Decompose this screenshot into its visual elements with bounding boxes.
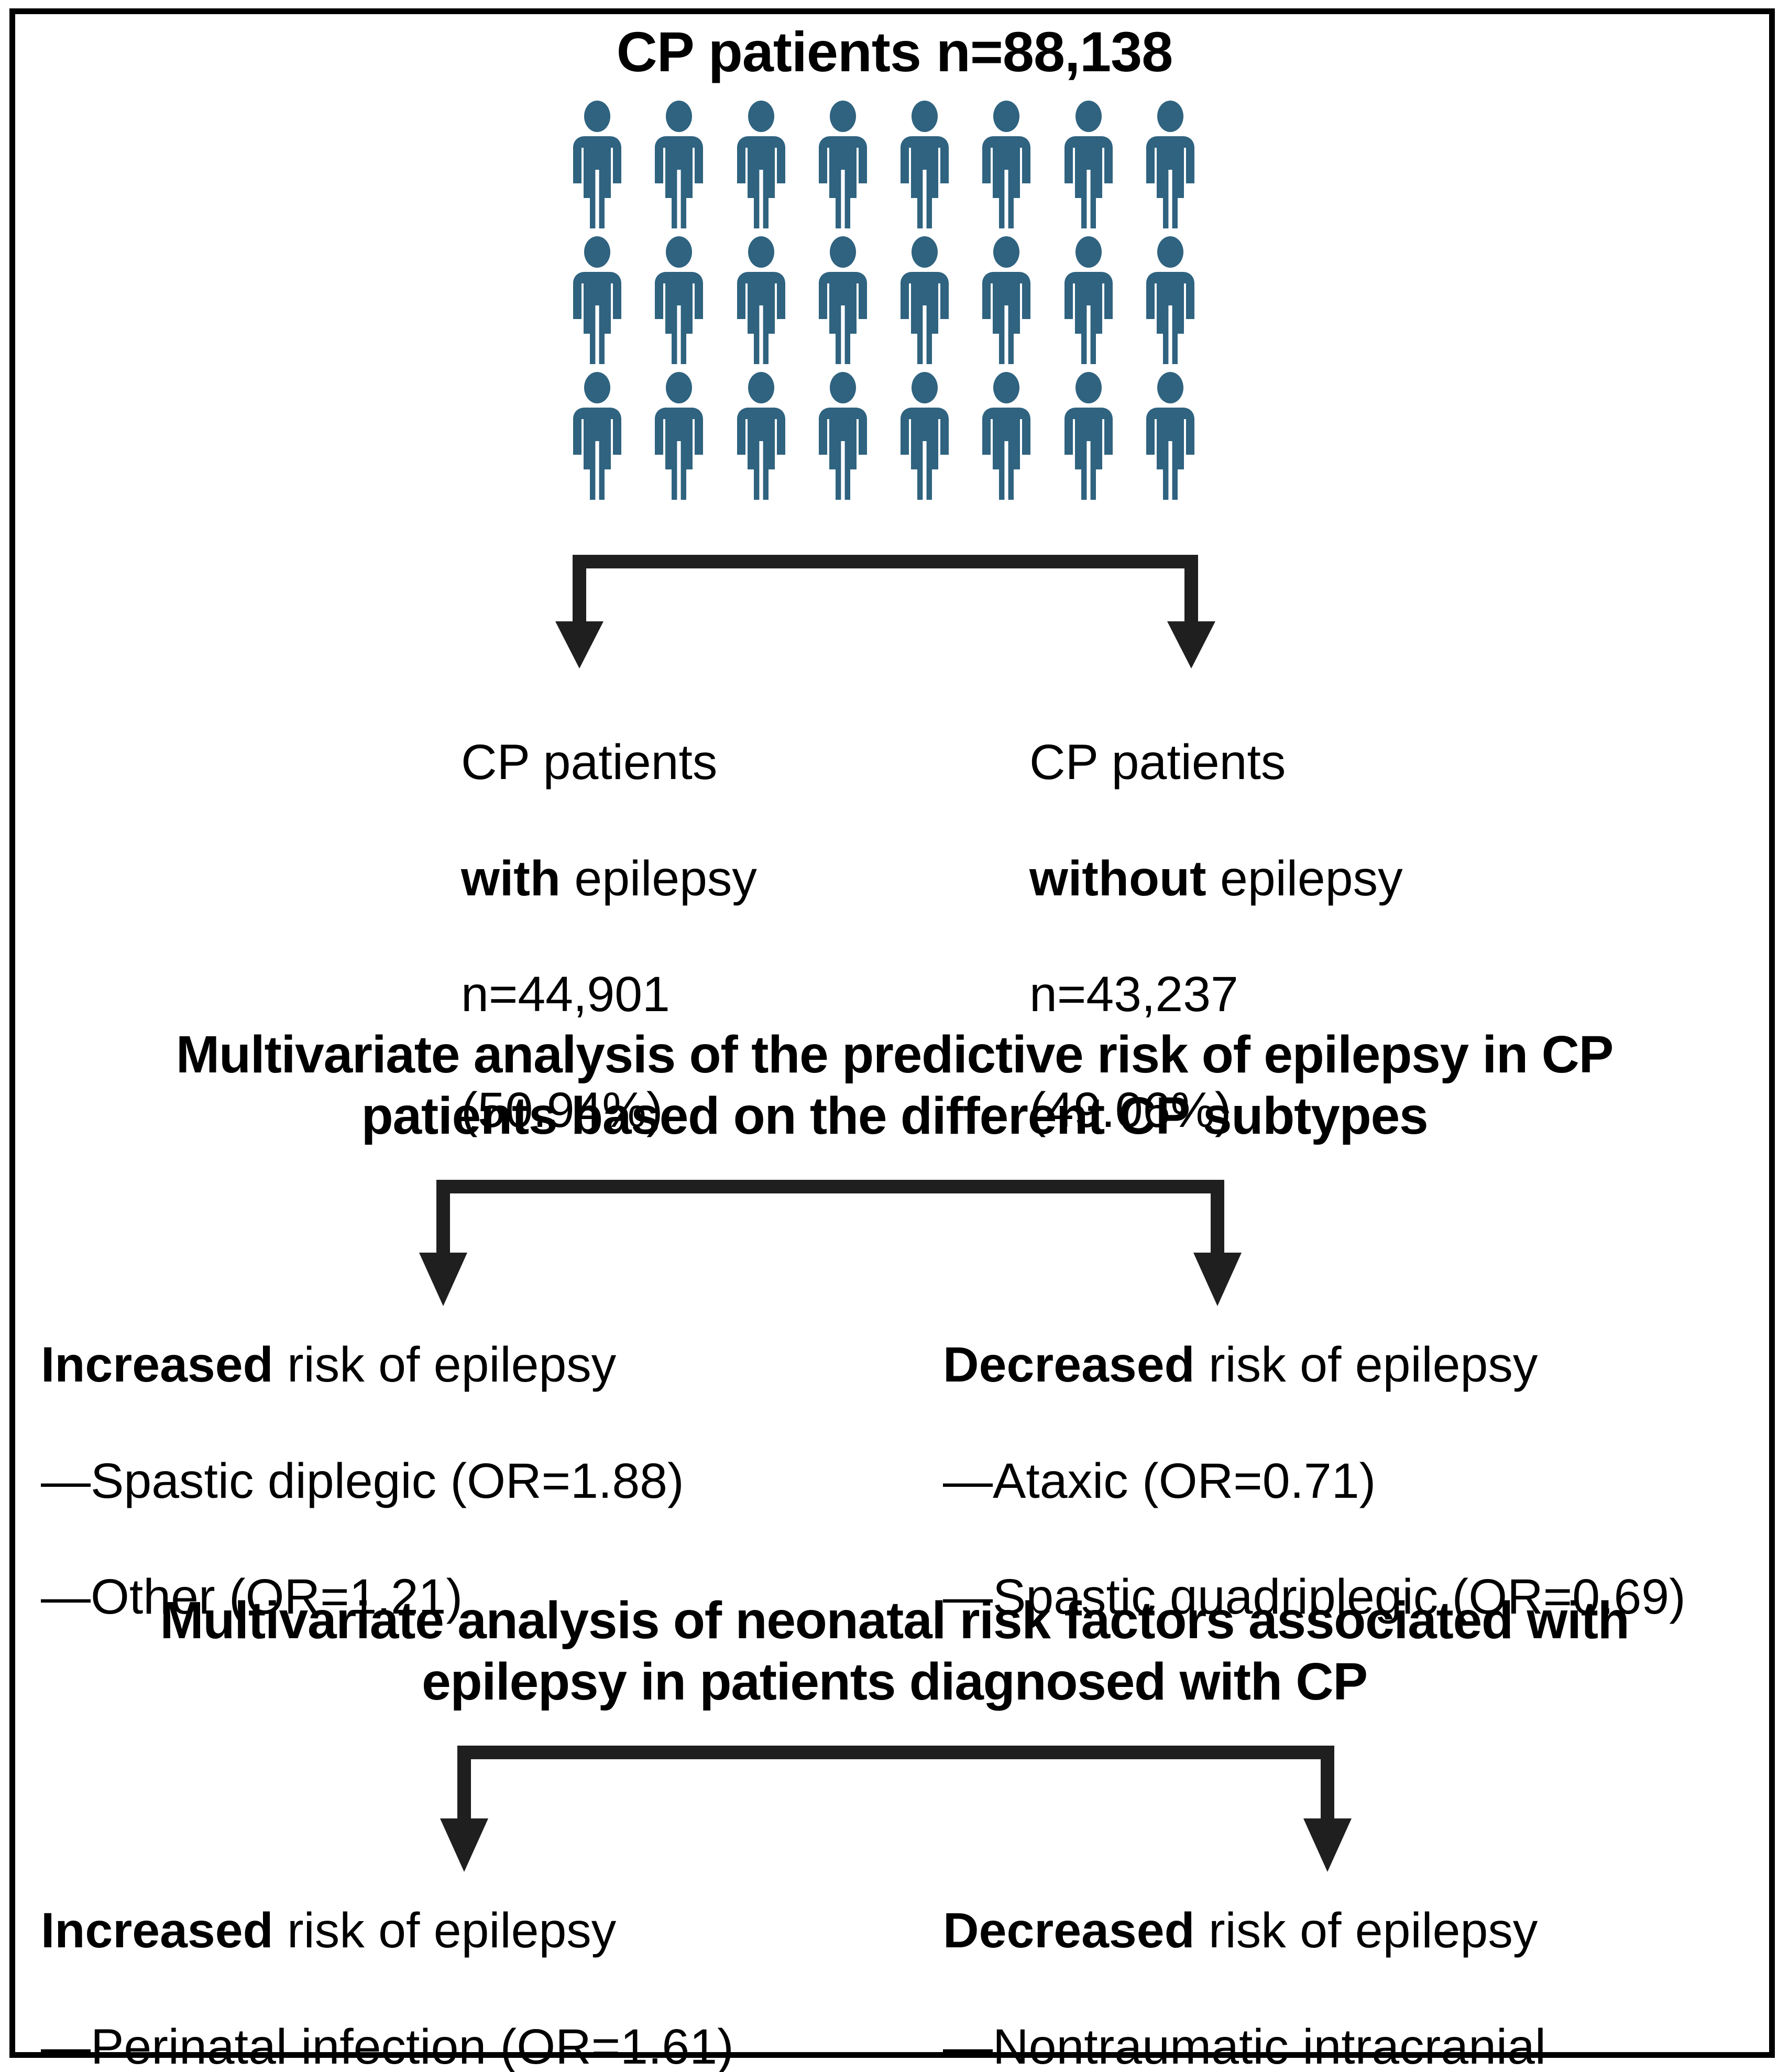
section1-right-heading: Decreased risk of epilepsy (943, 1336, 1760, 1394)
cohort-right-block: CP patients without epilepsy n=43,237 (4… (1029, 676, 1658, 1198)
section1-left-heading-bold: Increased (41, 1337, 273, 1393)
section1-left-column: Increased risk of epilepsy —Spastic dipl… (41, 1278, 853, 1684)
section2-right-heading-bold: Decreased (943, 1903, 1195, 1959)
person-icon (982, 236, 1031, 364)
pictogram-row (567, 372, 1201, 502)
section2-left-item-0: —Perinatal infection (OR=1.61) (41, 2019, 734, 2072)
page-title: CP patients n=88,138 (616, 20, 1173, 83)
section1-left-heading-rest: risk of epilepsy (273, 1337, 617, 1393)
section2-heading-line2: epilepsy in patients diagnosed with CP (422, 1652, 1368, 1711)
section1-right-heading-rest: risk of epilepsy (1194, 1337, 1538, 1393)
section1-heading: Multivariate analysis of the predictive … (79, 1024, 1710, 1147)
section1-left-item-0: —Spastic diplegic (OR=1.88) (41, 1453, 684, 1509)
cohort-left-pct: (50.94%) (461, 1082, 663, 1138)
person-icon (737, 101, 785, 228)
section2-heading: Multivariate analysis of neonatal risk f… (79, 1590, 1710, 1713)
person-icon (982, 101, 1031, 228)
section2-left-heading: Increased risk of epilepsy (41, 1902, 853, 1960)
cohort-left-bold: with (461, 850, 561, 906)
cohort-left-rest: epilepsy (560, 850, 757, 906)
person-icon (1146, 236, 1194, 364)
person-icon (818, 236, 867, 364)
section1-right-heading-bold: Decreased (943, 1337, 1195, 1393)
section1-heading-line1: Multivariate analysis of the predictive … (175, 1025, 1614, 1084)
cohort-right-line2: without epilepsy (1029, 850, 1658, 908)
person-icon (901, 101, 949, 228)
split-bracket-1 (555, 551, 1215, 672)
person-icon (1064, 372, 1113, 500)
cohort-left-n: n=44,901 (461, 966, 670, 1022)
section2-left-column: Increased risk of epilepsy —Perinatal in… (41, 1844, 853, 2072)
cohort-left-block: CP patients with epilepsy n=44,901 (50.9… (461, 676, 985, 1198)
person-icon (737, 372, 785, 500)
section2-right-column: Decreased risk of epilepsy —Nontraumatic… (943, 1844, 1765, 2072)
cohort-left-line1: CP patients (461, 734, 718, 791)
section2-heading-line1: Multivariate analysis of neonatal risk f… (160, 1591, 1630, 1650)
person-icon (818, 101, 867, 228)
person-icon (1146, 372, 1194, 500)
cohort-right-n: n=43,237 (1029, 966, 1238, 1022)
cohort-left-line2: with epilepsy (461, 850, 985, 908)
split-bracket-3 (440, 1742, 1352, 1876)
pictogram-row (567, 236, 1201, 366)
cohort-right-pct: (49.06%) (1029, 1082, 1232, 1138)
person-icon (573, 372, 621, 500)
person-icon (1146, 101, 1194, 228)
section1-right-item-0: —Ataxic (OR=0.71) (943, 1453, 1376, 1509)
pictogram-grid (567, 101, 1201, 502)
cohort-right-rest: epilepsy (1206, 850, 1403, 906)
person-icon (982, 372, 1031, 500)
person-icon (818, 372, 867, 500)
section2-left-heading-bold: Increased (41, 1903, 273, 1959)
section1-heading-line2: patients based on the different CP subty… (361, 1087, 1429, 1145)
person-icon (901, 236, 949, 364)
section2-right-heading: Decreased risk of epilepsy (943, 1902, 1765, 1960)
section2-right-item-0: —Nontraumatic intracranial (943, 2019, 1546, 2072)
split-bracket-2 (419, 1176, 1242, 1310)
person-icon (1064, 101, 1113, 228)
section1-left-item-1: —Other (OR=1.21) (41, 1569, 463, 1625)
section1-right-column: Decreased risk of epilepsy —Ataxic (OR=0… (943, 1278, 1760, 1684)
person-icon (655, 236, 704, 364)
person-icon (573, 236, 621, 364)
person-icon (655, 372, 704, 500)
section2-left-heading-rest: risk of epilepsy (273, 1903, 617, 1959)
section1-left-heading: Increased risk of epilepsy (41, 1336, 853, 1394)
person-icon (655, 101, 704, 228)
person-icon (1064, 236, 1113, 364)
section1-right-item-1: —Spastic quadriplegic (OR=0.69) (943, 1569, 1686, 1625)
cohort-right-bold: without (1029, 850, 1206, 906)
person-icon (901, 372, 949, 500)
person-icon (737, 236, 785, 364)
pictogram-row (567, 101, 1201, 231)
cohort-right-line1: CP patients (1029, 734, 1286, 791)
person-icon (573, 101, 621, 228)
section2-right-heading-rest: risk of epilepsy (1194, 1903, 1538, 1959)
